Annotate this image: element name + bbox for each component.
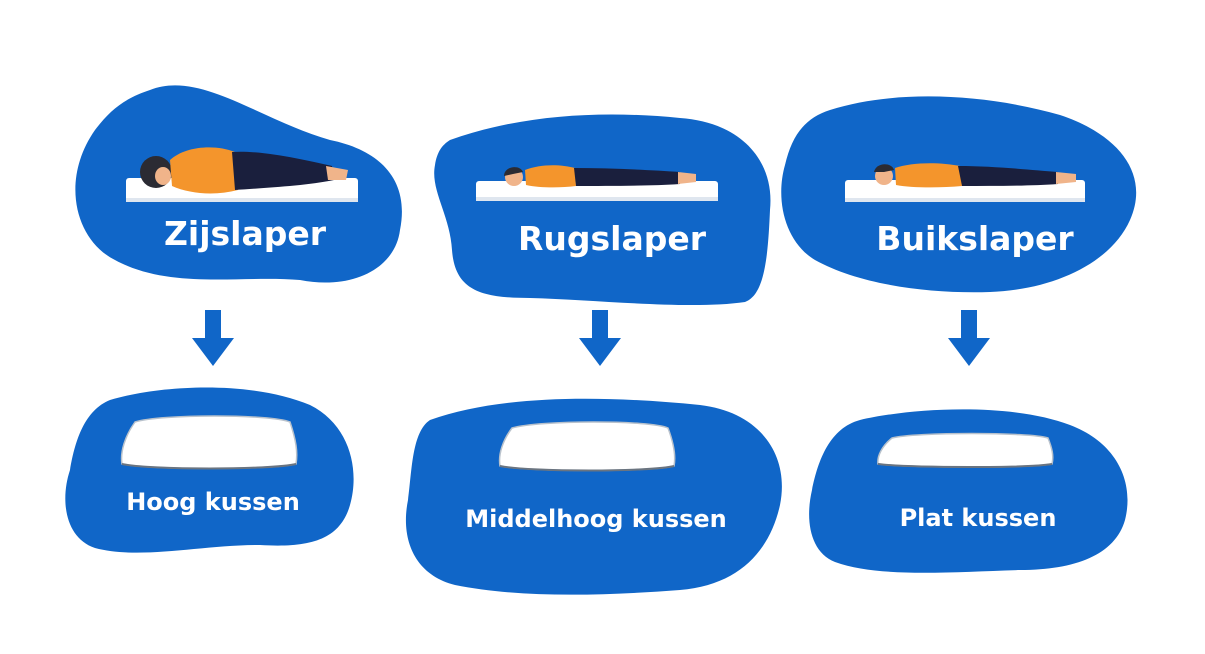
column-side-sleeper: Zijslaper bbox=[75, 85, 402, 283]
sleeper-blob-back bbox=[434, 114, 771, 306]
pillow-label: Hoog kussen bbox=[126, 488, 300, 516]
pillow-column-high: Hoog kussen bbox=[65, 387, 354, 553]
column-stomach-sleeper: Buikslaper bbox=[781, 96, 1137, 293]
pillow-blob-high bbox=[65, 387, 354, 553]
pillow-label: Middelhoog kussen bbox=[465, 505, 727, 533]
pillow-blob-medium bbox=[405, 398, 782, 595]
pillow-icon bbox=[120, 415, 298, 470]
pillow-icon bbox=[498, 421, 676, 472]
arrow-down-icon bbox=[579, 310, 621, 366]
stomach-sleeper-icon bbox=[845, 163, 1085, 202]
arrow-down-icon bbox=[948, 310, 990, 366]
pillow-icon bbox=[877, 432, 1054, 468]
pillow-column-medium: Middelhoog kussen bbox=[405, 398, 782, 595]
back-sleeper-icon bbox=[476, 165, 718, 201]
pillow-column-flat: Plat kussen bbox=[809, 409, 1128, 573]
sleeper-label: Buikslaper bbox=[876, 219, 1074, 258]
side-sleeper-icon bbox=[126, 147, 358, 202]
sleeper-label: Zijslaper bbox=[164, 214, 327, 253]
pillow-label: Plat kussen bbox=[900, 504, 1057, 532]
sleeper-label: Rugslaper bbox=[518, 219, 707, 258]
arrow-down-icon bbox=[192, 310, 234, 366]
column-back-sleeper: Rugslaper bbox=[434, 114, 771, 306]
